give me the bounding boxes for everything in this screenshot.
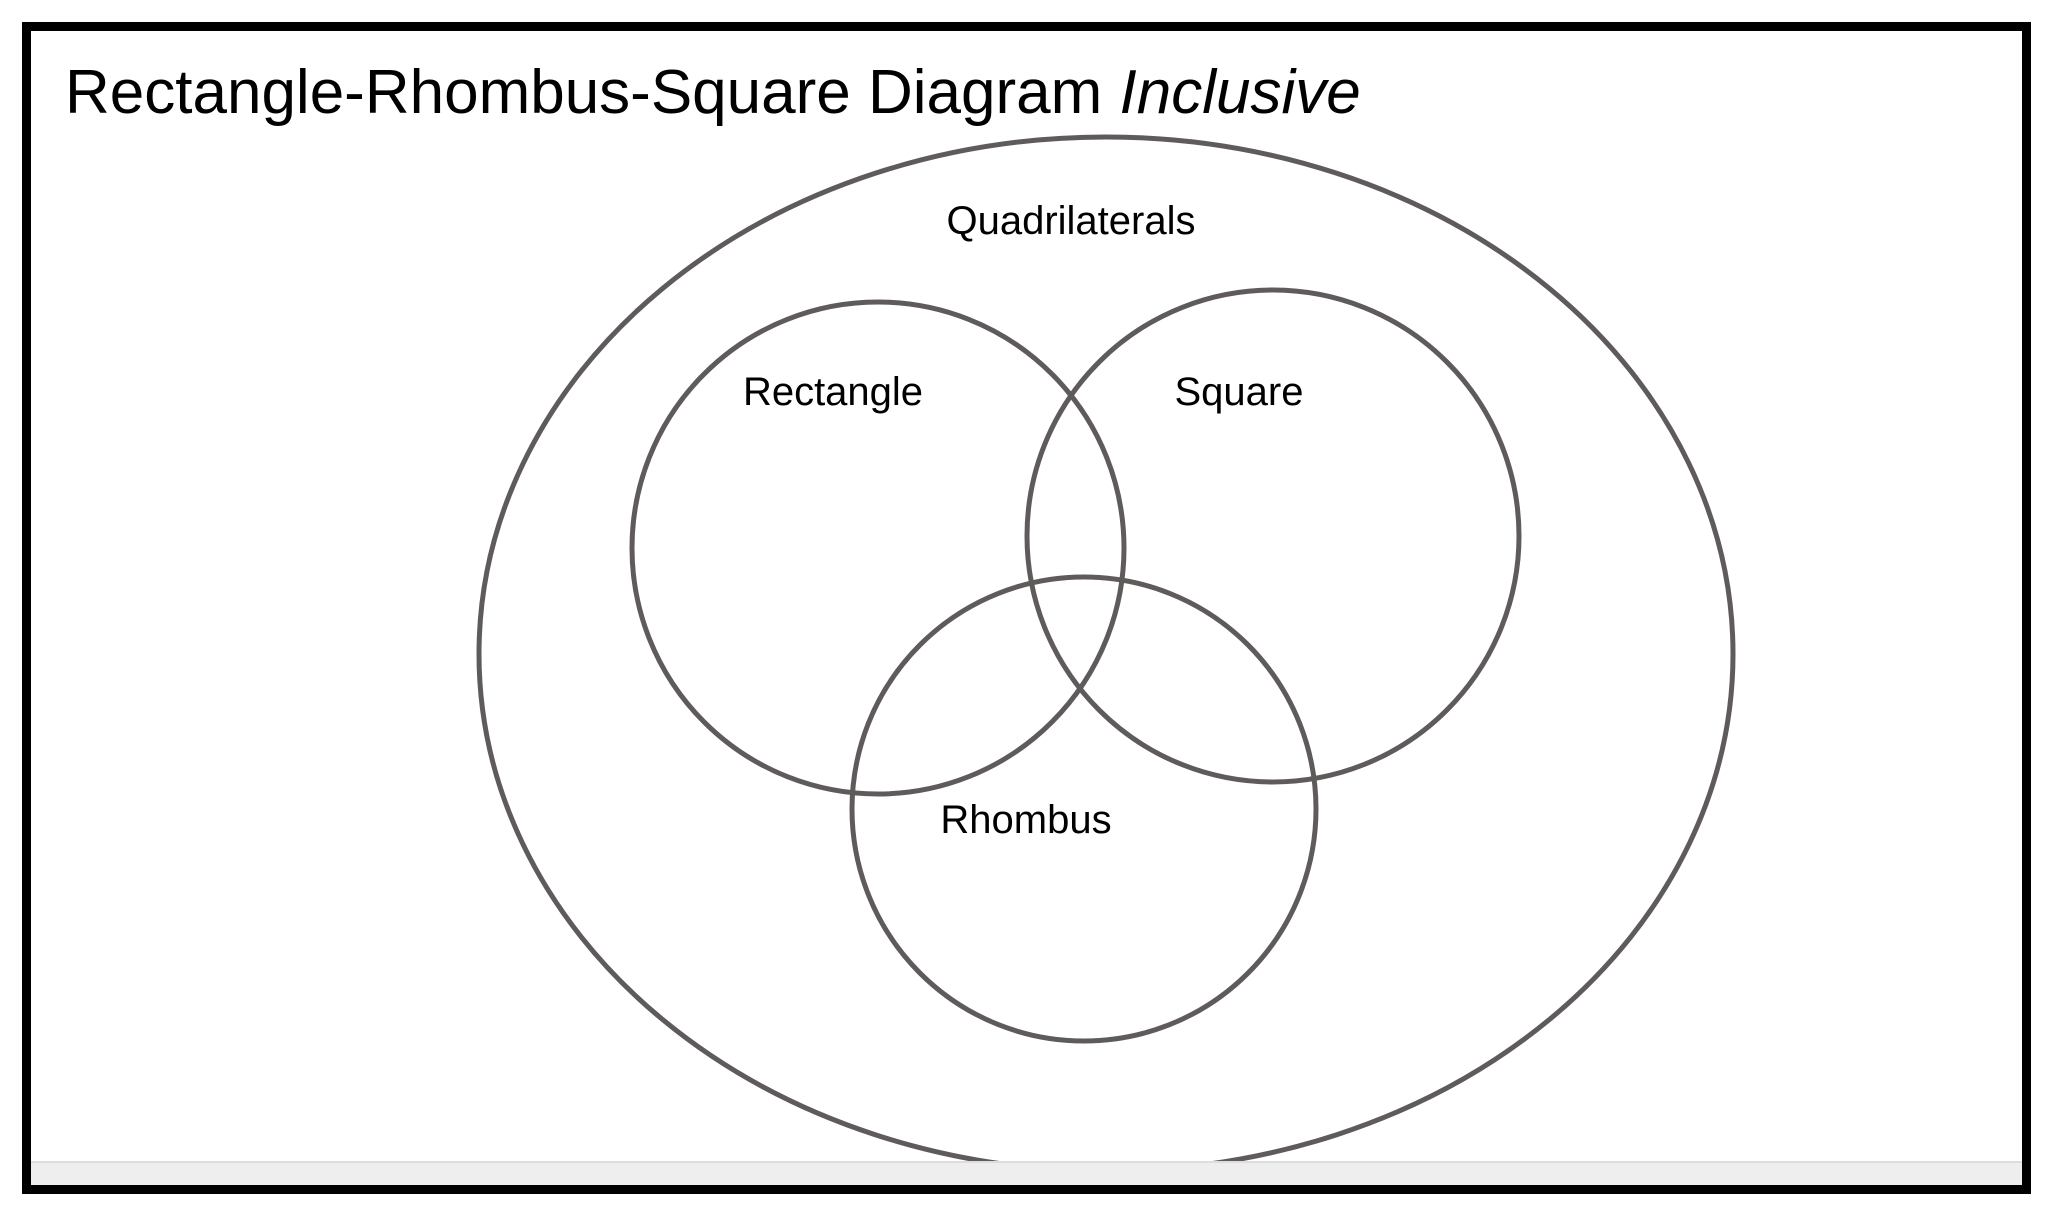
square-circle bbox=[1024, 287, 1522, 785]
diagram-title: Rectangle-Rhombus-Square Diagram Inclusi… bbox=[65, 51, 1361, 135]
bottom-edge-strip bbox=[31, 1161, 2022, 1185]
quadrilaterals-ellipse bbox=[476, 134, 1736, 1174]
rectangle-label: Rectangle bbox=[743, 370, 923, 414]
square-label: Square bbox=[1175, 370, 1304, 414]
slide-frame: Rectangle-Rhombus-Square Diagram Inclusi… bbox=[22, 22, 2031, 1194]
quadrilaterals-label: Quadrilaterals bbox=[946, 199, 1195, 243]
rectangle-circle bbox=[629, 299, 1127, 797]
rhombus-label: Rhombus bbox=[940, 798, 1111, 842]
title-main-text: Rectangle-Rhombus-Square Diagram bbox=[65, 58, 1120, 127]
rhombus-circle bbox=[849, 574, 1319, 1044]
title-emphasis-text: Inclusive bbox=[1119, 58, 1361, 127]
venn-diagram: Quadrilaterals Rectangle Square Rhombus bbox=[476, 134, 1736, 1174]
